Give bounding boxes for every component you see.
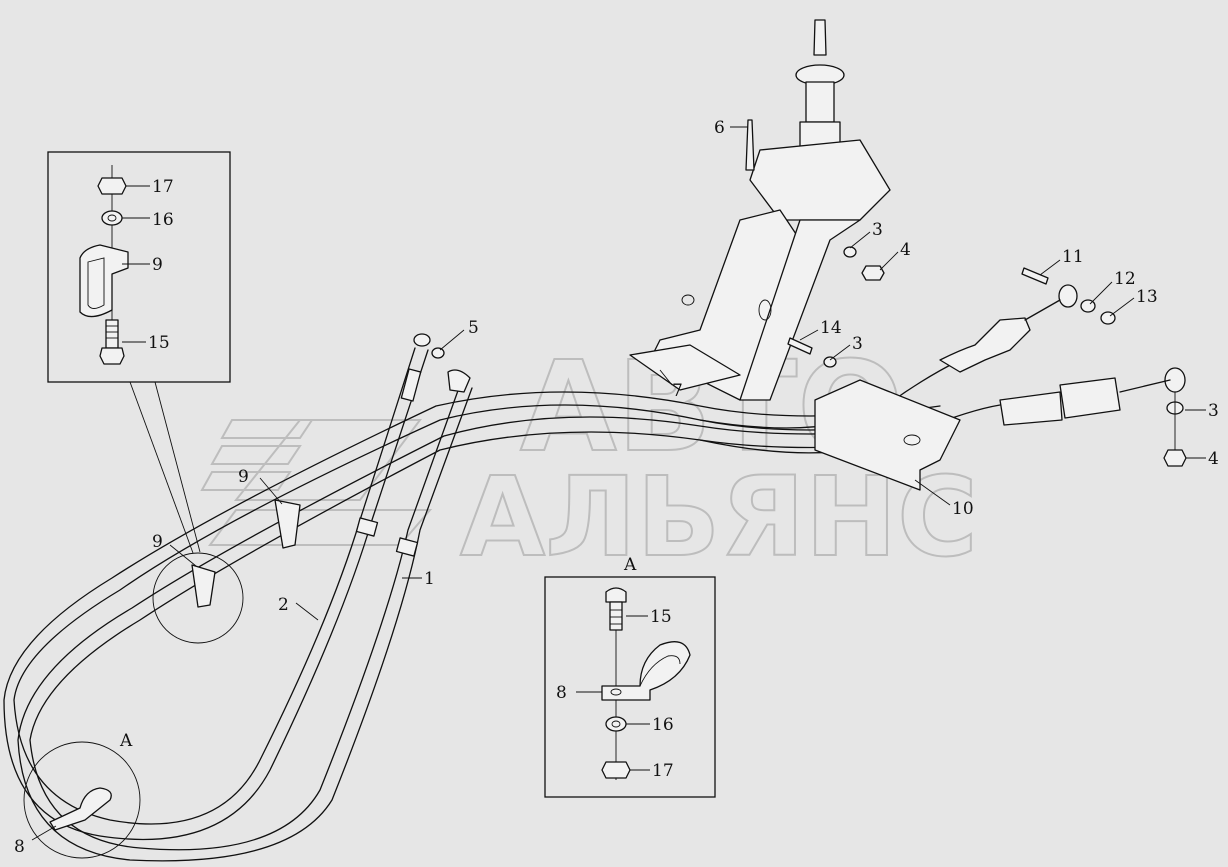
callout-12: 12	[1114, 269, 1136, 289]
washer-16-top	[101, 210, 123, 226]
clamp-9-b	[191, 564, 216, 608]
watermark-logo-stripes	[200, 419, 433, 546]
clamp-8-left	[49, 787, 112, 831]
callout-3-a: 3	[872, 220, 883, 240]
washer-3-bracket	[823, 356, 837, 368]
bracket-10	[814, 379, 961, 491]
callout-5: 5	[468, 318, 479, 338]
callout-9-b: 9	[152, 532, 163, 552]
pin-6	[745, 119, 755, 171]
callout-13: 13	[1136, 287, 1158, 307]
bolt-14	[787, 337, 813, 355]
bolt-15-top	[105, 319, 119, 349]
nut-17-top	[97, 177, 127, 195]
callout-2: 2	[278, 595, 289, 615]
inset-box-view-a	[544, 576, 716, 798]
callout-4-c: 4	[1208, 449, 1219, 469]
callout-15-top: 15	[148, 333, 170, 353]
callout-14: 14	[820, 318, 842, 338]
washer-16-bot	[605, 716, 627, 732]
right-cable-ends	[939, 267, 1187, 467]
callout-8-bot: 8	[556, 683, 567, 703]
callout-9-inset: 9	[152, 255, 163, 275]
callout-labels: 17 16 9 15 6 3 4 5 14 3 7 11 12 13 3 4 1…	[14, 118, 1219, 857]
view-a-label: A	[623, 555, 637, 575]
clamp-8-view-a	[601, 641, 691, 701]
callout-17-top: 17	[152, 177, 174, 197]
callout-17-bot: 17	[652, 761, 674, 781]
callout-1: 1	[424, 569, 435, 589]
detail-circle-a	[23, 741, 141, 859]
washer-3-lever	[843, 246, 857, 258]
callout-16-bot: 16	[652, 715, 674, 735]
nut-17-bot	[601, 761, 631, 779]
shift-lever-assembly	[629, 19, 961, 491]
washer-12	[1080, 299, 1096, 313]
cable-loops	[3, 347, 1001, 862]
callout-4-a: 4	[900, 240, 911, 260]
callout-7: 7	[672, 381, 683, 401]
leader-lines	[31, 126, 1206, 841]
callout-3-b: 3	[852, 334, 863, 354]
plate-7	[629, 344, 741, 391]
bolt-11	[1021, 267, 1049, 285]
callout-11: 11	[1062, 247, 1084, 267]
callout-8-left: 8	[14, 837, 25, 857]
callout-9-a: 9	[238, 467, 249, 487]
callout-6: 6	[714, 118, 725, 138]
callout-15-bot: 15	[650, 607, 672, 627]
detail-circle-9	[152, 552, 244, 644]
cable-end-rods	[355, 333, 471, 557]
callout-10: 10	[952, 499, 974, 519]
nut-4-lever	[861, 265, 885, 281]
bolt-15-bot	[609, 601, 623, 631]
inset-box-top-left	[47, 151, 231, 383]
callout-16-top: 16	[152, 210, 174, 230]
callout-3-c: 3	[1208, 401, 1219, 421]
detail-a-label: A	[119, 731, 133, 751]
clamp-9-a	[274, 499, 301, 549]
nut-4-right	[1163, 449, 1187, 467]
